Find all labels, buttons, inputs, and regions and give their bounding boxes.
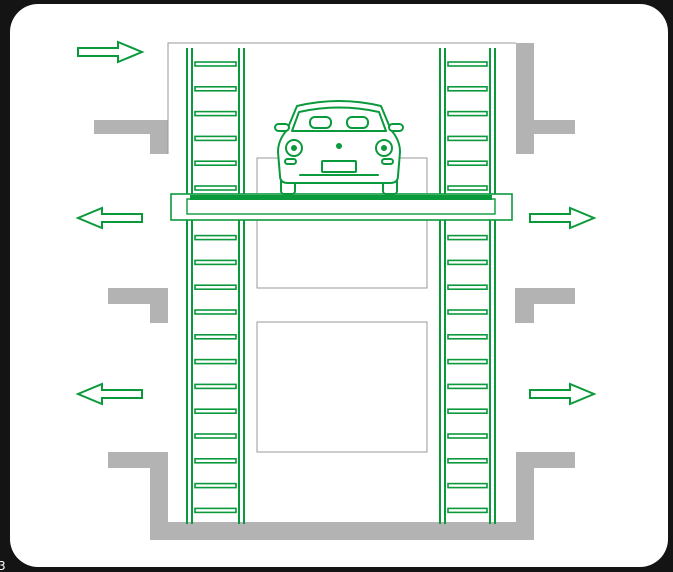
car-indicator-left <box>284 158 297 165</box>
diagram-panel <box>10 4 668 567</box>
ladder-rung <box>447 383 488 390</box>
ladder-rung <box>194 284 237 291</box>
shaft-top-edge <box>167 42 516 154</box>
car-headlight-right-inner <box>381 145 387 151</box>
ladder-rung <box>194 482 237 489</box>
ladder-rung <box>194 135 237 142</box>
lift-platform-icon <box>170 193 513 221</box>
ladder-rung <box>194 309 237 315</box>
arrow-right-icon <box>529 382 597 406</box>
corner-mark: 3 <box>0 559 6 572</box>
ladder-rung <box>447 433 488 439</box>
wall-mid-left <box>108 288 168 323</box>
ladder-rungs <box>194 61 488 514</box>
car-windshield <box>291 106 387 132</box>
ladder-rung <box>447 86 488 92</box>
wall-top-right <box>516 43 575 154</box>
storage-box-lower <box>256 321 428 453</box>
car-seat-right <box>346 116 369 129</box>
ladder-rung <box>447 482 488 489</box>
wall-mid-right <box>515 288 575 323</box>
ladder-rung <box>194 234 237 241</box>
ladder-rung <box>447 185 488 191</box>
car-mirror-right <box>388 123 404 132</box>
ladder-rung <box>447 333 488 340</box>
ladder-rung <box>447 61 488 67</box>
ladder-rung <box>447 507 488 514</box>
ladder-rung <box>447 457 488 464</box>
ladder-rung <box>194 457 237 464</box>
ladder-rung <box>194 185 237 191</box>
car-license-plate <box>321 160 357 173</box>
arrow-right-icon <box>77 40 145 64</box>
car-emblem <box>336 143 342 149</box>
ladder-rung <box>447 234 488 241</box>
car-headlight-left-inner <box>291 145 297 151</box>
ladder-rung <box>194 408 237 415</box>
ladder-rung <box>194 110 237 117</box>
car-indicator-right <box>381 158 394 165</box>
platform-deck <box>190 195 492 200</box>
ladder-rung <box>447 259 488 266</box>
ladder-rung <box>447 358 488 365</box>
ladder-rung <box>447 284 488 291</box>
ladder-rung <box>447 309 488 315</box>
arrow-right-icon <box>529 206 597 230</box>
arrow-left-icon <box>75 206 143 230</box>
ladder-rung <box>447 135 488 142</box>
ladder-rung <box>194 86 237 92</box>
flow-arrows <box>75 40 597 406</box>
ladder-rung <box>447 160 488 166</box>
arrow-left-icon <box>75 382 143 406</box>
ladder-rung <box>194 61 237 67</box>
ladder-rung <box>194 383 237 390</box>
walls <box>94 43 575 540</box>
ladder-rung <box>194 358 237 365</box>
ladder-rails <box>186 48 496 524</box>
ladder-rung <box>447 110 488 117</box>
ladder-rung <box>194 259 237 266</box>
car-icon <box>274 100 404 195</box>
ladder-rung <box>194 160 237 166</box>
platform-inner <box>186 198 496 215</box>
ladder-rung <box>194 433 237 439</box>
wall-pit <box>108 452 575 540</box>
wall-top-left <box>94 120 168 154</box>
ladder-rung <box>194 507 237 514</box>
car-mirror-left <box>274 123 290 132</box>
ladder-rung <box>447 408 488 415</box>
ladder-rung <box>194 333 237 340</box>
car-seat-left <box>309 116 332 129</box>
